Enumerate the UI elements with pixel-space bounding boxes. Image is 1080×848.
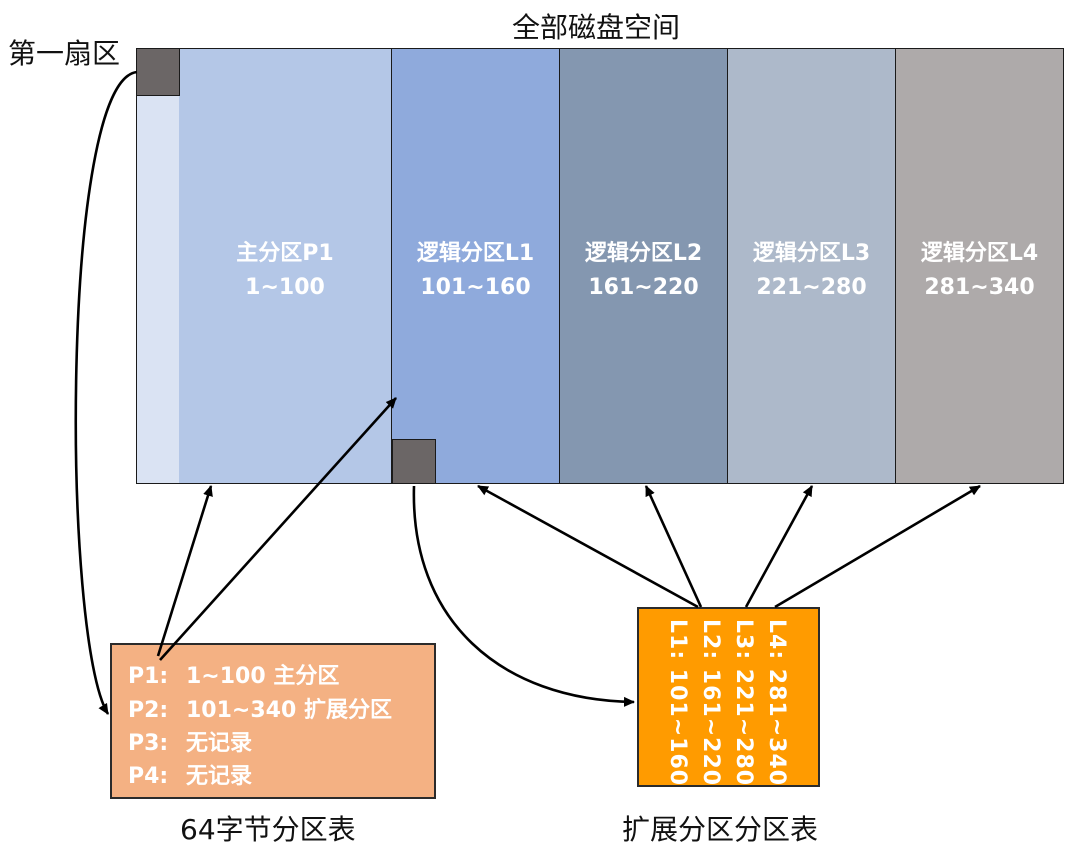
segment-p1-range: 1~100 — [245, 275, 325, 300]
ebr-sector-block — [392, 439, 436, 484]
partition-row-p1: P1: 1~100 主分区 — [128, 658, 339, 690]
partition-row-value: 无记录 — [186, 731, 253, 756]
segment-p1: 主分区P1 1~100 — [179, 48, 392, 484]
segment-l4: 逻辑分区L4 281~340 — [896, 48, 1064, 484]
extended-row-l3: L3: 221~280 — [731, 619, 756, 786]
partition-row-p4: P4: 无记录 — [128, 758, 252, 790]
partition-row-value: 101~340 扩展分区 — [186, 698, 392, 723]
segment-l4-name: 逻辑分区L4 — [920, 241, 1039, 266]
segment-p1-name: 主分区P1 — [236, 241, 334, 266]
segment-l3: 逻辑分区L3 221~280 — [728, 48, 896, 484]
segment-l2-range: 161~220 — [588, 275, 699, 300]
extended-row-l4: L4: 281~340 — [764, 619, 789, 786]
segment-l1: 逻辑分区L1 101~160 — [392, 48, 560, 484]
segment-l1-name: 逻辑分区L1 — [416, 241, 535, 266]
partition-row-key: P1: — [128, 664, 169, 689]
extended-table-box: L1: 101~160 L2: 161~220 L3: 221~280 L4: … — [637, 607, 820, 787]
arrow-table-to-l1-start — [159, 397, 397, 661]
arrow-ext-to-l1 — [477, 484, 699, 609]
partition-row-key: P4: — [128, 764, 169, 789]
partition-row-p2: P2: 101~340 扩展分区 — [128, 692, 392, 724]
segment-l2-name: 逻辑分区L2 — [584, 241, 703, 266]
partition-row-key: P3: — [128, 731, 169, 756]
arrow-ext-to-l3 — [744, 485, 814, 608]
extended-row-value: 161~220 — [698, 668, 723, 787]
extended-row-key: L3: — [731, 619, 756, 661]
segment-l1-range: 101~160 — [420, 275, 531, 300]
extended-row-value: 281~340 — [764, 668, 789, 787]
segment-l2: 逻辑分区L2 161~220 — [560, 48, 728, 484]
disk-diagram: 主分区P1 1~100 逻辑分区L1 101~160 逻辑分区L2 161~22… — [136, 48, 1064, 484]
first-sector-block — [136, 48, 180, 96]
extended-row-key: L2: — [698, 619, 723, 661]
arrow-first-sector-to-partition-table — [74, 70, 138, 715]
arrow-table-to-p1 — [156, 485, 213, 657]
extended-row-value: 101~160 — [665, 668, 690, 787]
partition-row-value: 无记录 — [186, 764, 253, 789]
partition-row-value: 1~100 主分区 — [186, 664, 340, 689]
extended-table-caption: 扩展分区分区表 — [622, 813, 819, 846]
arrow-ext-to-l2 — [644, 485, 703, 608]
extended-row-key: L4: — [764, 619, 789, 661]
mbr-column — [136, 48, 180, 484]
arrow-ext-to-l4 — [774, 484, 981, 609]
disk-space-label: 全部磁盘空间 — [512, 11, 681, 44]
partition-table-box: P1: 1~100 主分区 P2: 101~340 扩展分区 P3: 无记录 P4: 无… — [110, 643, 436, 799]
partition-table-caption: 64字节分区表 — [180, 813, 356, 846]
partition-row-p3: P3: 无记录 — [128, 725, 252, 757]
extended-row-l1: L1: 101~160 — [665, 619, 690, 786]
segment-l3-range: 221~280 — [756, 275, 867, 300]
extended-row-key: L1: — [665, 619, 690, 661]
partition-row-key: P2: — [128, 698, 169, 723]
first-sector-label: 第一扇区 — [8, 37, 121, 70]
arrow-ebr-to-extended-table — [412, 485, 635, 707]
extended-row-value: 221~280 — [731, 668, 756, 787]
extended-row-l2: L2: 161~220 — [698, 619, 723, 786]
segment-l3-name: 逻辑分区L3 — [752, 241, 871, 266]
segment-l4-range: 281~340 — [924, 275, 1035, 300]
